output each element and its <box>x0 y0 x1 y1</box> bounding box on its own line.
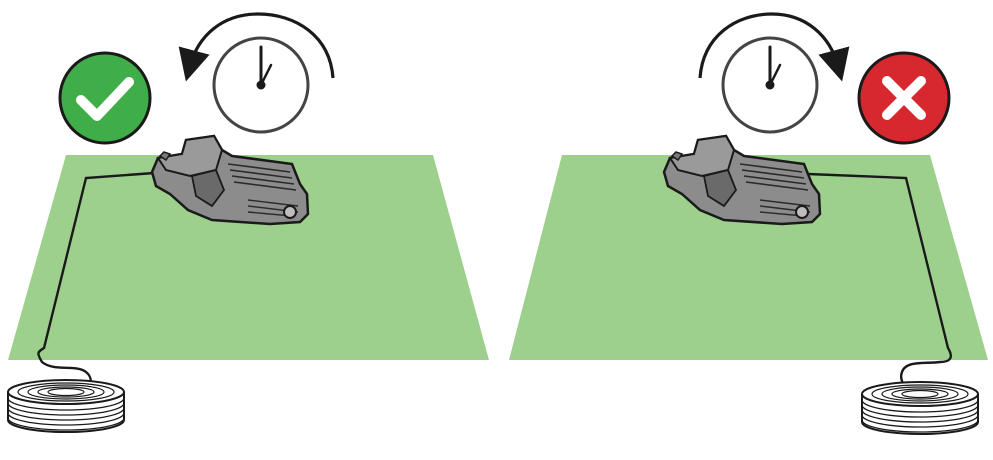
cross-icon <box>857 51 951 145</box>
panel-right-incorrect <box>509 12 988 435</box>
lawn-area <box>8 155 489 360</box>
cable-coil <box>7 379 125 433</box>
clock-icon <box>212 36 310 134</box>
lawn-area <box>509 155 988 360</box>
cable-coil <box>861 381 979 435</box>
clockwise-arrow-icon <box>698 12 850 82</box>
clock-icon <box>721 36 819 134</box>
panel-left-correct <box>7 12 489 433</box>
counterclockwise-arrow-icon <box>178 12 335 82</box>
check-icon <box>58 51 152 145</box>
